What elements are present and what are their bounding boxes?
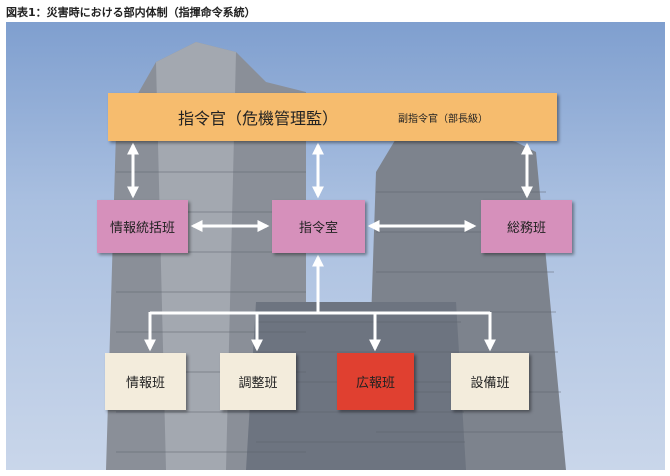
command-room-box: 指令室 (272, 200, 365, 253)
coordination-team-box: 調整班 (220, 353, 296, 410)
commander-label: 指令官（危機管理監） (178, 109, 339, 128)
deputy-commander-label: 副指令官（部長級） (398, 113, 489, 125)
figure-title: 図表1：災害時における部内体制（指揮命令系統） (6, 6, 256, 19)
information-team-box: 情報班 (105, 353, 186, 410)
commander-box: 指令官（危機管理監） 副指令官（部長級） (108, 93, 557, 141)
public-relations-team-box: 広報班 (337, 353, 414, 410)
general-affairs-team-box: 総務班 (481, 200, 572, 253)
facilities-team-box: 設備班 (451, 353, 529, 410)
info-coordination-team-box: 情報統括班 (97, 200, 188, 253)
